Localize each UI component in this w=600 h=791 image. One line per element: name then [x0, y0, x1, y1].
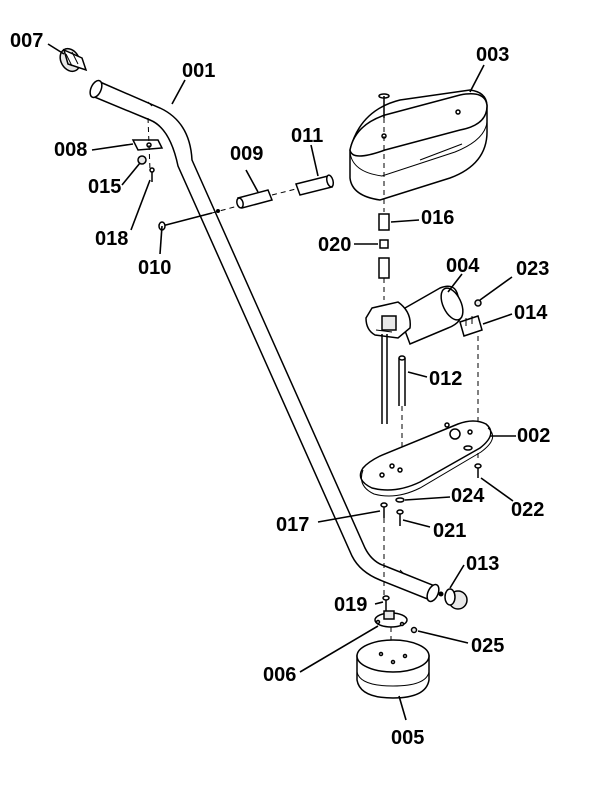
part-009-plug: [236, 189, 274, 209]
callout-015: 015: [88, 176, 122, 198]
part-025-screw: [410, 626, 418, 634]
callout-004: 004: [446, 255, 480, 277]
part-024-washer: [395, 497, 405, 503]
callout-013: 013: [466, 553, 500, 575]
part-012-rod: [398, 355, 406, 406]
part-006-hub: [374, 610, 408, 628]
callout-023: 023: [516, 258, 550, 280]
callout-003: 003: [476, 44, 510, 66]
leader-lines: [47, 43, 516, 721]
part-008-bracket: [131, 139, 164, 151]
callout-014: 014: [514, 302, 548, 324]
callout-024: 024: [451, 485, 485, 507]
part-019-screw: [382, 595, 390, 612]
callout-022: 022: [511, 499, 545, 521]
part-007-end-cap: [59, 47, 88, 73]
callout-018: 018: [95, 228, 129, 250]
callout-006: 006: [263, 664, 297, 686]
callout-012: 012: [429, 368, 463, 390]
callout-007: 007: [10, 30, 44, 52]
callout-011: 011: [291, 125, 324, 147]
callout-008: 008: [54, 139, 88, 161]
callout-025: 025: [471, 635, 505, 657]
part-004-motor: [365, 285, 464, 345]
part-016-spacer-lower: [378, 257, 390, 279]
part-017-screw: [380, 502, 388, 518]
callout-016: 016: [421, 207, 455, 229]
callout-017: 017: [276, 514, 310, 536]
part-014-connector: [459, 315, 483, 337]
part-016-spacer: [378, 213, 390, 231]
part-013-knob: [438, 588, 468, 610]
part-005-foot: [356, 639, 430, 699]
part-010-pin: [158, 212, 213, 231]
part-018-screw: [149, 167, 155, 182]
callout-021: 021: [433, 520, 467, 542]
callout-010: 010: [138, 257, 172, 279]
callout-020: 020: [318, 234, 352, 256]
callout-019: 019: [334, 594, 368, 616]
part-011-plug: [295, 174, 335, 196]
part-003-housing-cover: [349, 89, 488, 201]
part-002-base-plate: [359, 420, 494, 497]
part-003-screw: [378, 93, 390, 118]
callout-001: 001: [182, 60, 216, 82]
part-015-nut: [137, 155, 147, 165]
callout-002: 002: [517, 425, 551, 447]
part-020-washer: [379, 239, 389, 249]
callout-009: 009: [230, 143, 264, 165]
part-001-handle-tube: [89, 79, 440, 603]
part-022-screw: [474, 463, 482, 478]
callout-005: 005: [391, 727, 425, 749]
part-023-screw: [474, 299, 482, 307]
part-021-screw: [396, 509, 404, 526]
